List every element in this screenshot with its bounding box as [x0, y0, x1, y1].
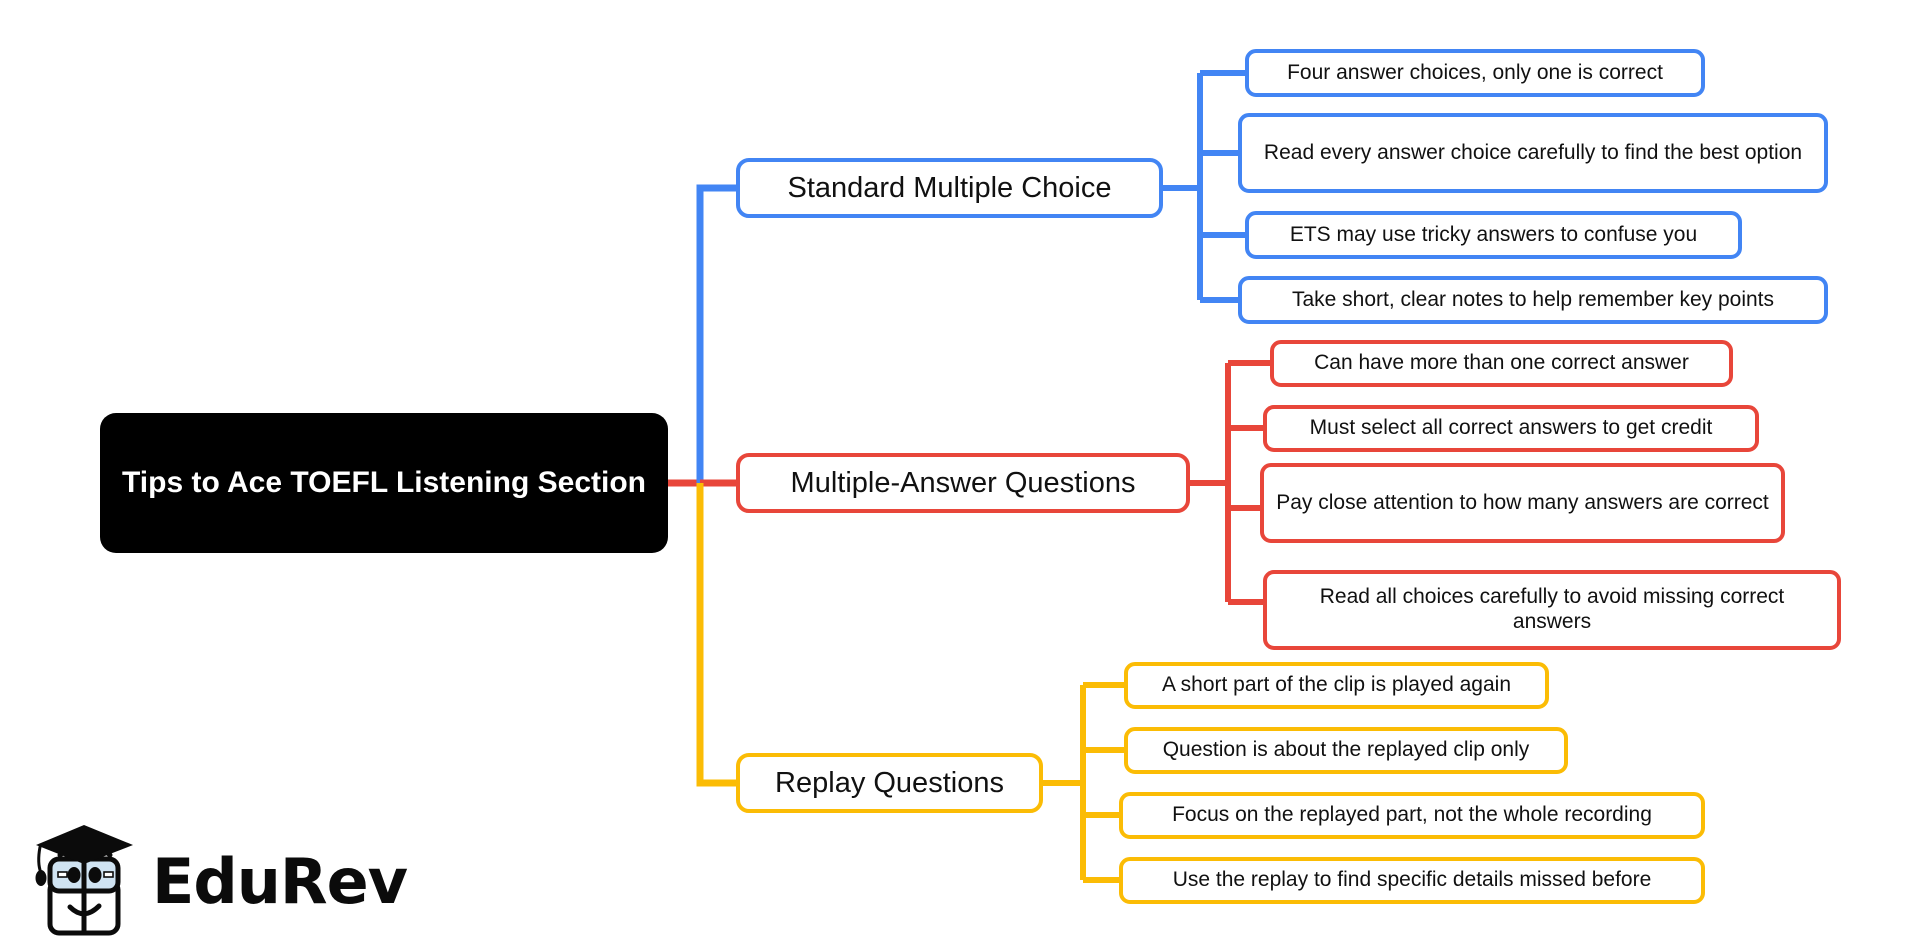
leaf-node-label: Use the replay to find specific details …	[1172, 868, 1652, 892]
branch-node-label: Standard Multiple Choice	[787, 171, 1112, 204]
branch-node-replay-questions[interactable]: Replay Questions	[736, 753, 1043, 813]
leaf-node[interactable]: ETS may use tricky answers to confuse yo…	[1245, 211, 1742, 259]
leaf-node-label: ETS may use tricky answers to confuse yo…	[1289, 222, 1698, 246]
leaf-node-label: Read all choices carefully to avoid miss…	[1319, 585, 1785, 633]
leaf-node[interactable]: Focus on the replayed part, not the whol…	[1119, 792, 1705, 839]
branch-node-label: Replay Questions	[775, 766, 1004, 799]
leaf-node[interactable]: Read every answer choice carefully to fi…	[1238, 113, 1828, 193]
leaf-node-label: Focus on the replayed part, not the whol…	[1172, 803, 1652, 827]
leaf-node[interactable]: Must select all correct answers to get c…	[1263, 405, 1759, 452]
leaf-node[interactable]: A short part of the clip is played again	[1124, 662, 1549, 709]
leaf-node[interactable]: Four answer choices, only one is correct	[1245, 49, 1705, 97]
branch-node-standard-multiple-choice[interactable]: Standard Multiple Choice	[736, 158, 1163, 218]
branch-node-multiple-answer-questions[interactable]: Multiple-Answer Questions	[736, 453, 1190, 513]
leaf-node-label: Question is about the replayed clip only	[1162, 738, 1530, 762]
leaf-node-label: Must select all correct answers to get c…	[1309, 416, 1713, 440]
leaf-node[interactable]: Use the replay to find specific details …	[1119, 857, 1705, 904]
root-node[interactable]: Tips to Ace TOEFL Listening Section	[100, 413, 668, 553]
edurev-logo: EduRev	[28, 822, 408, 942]
leaf-node-label: Can have more than one correct answer	[1314, 351, 1689, 375]
leaf-node[interactable]: Can have more than one correct answer	[1270, 340, 1733, 387]
leaf-node-label: Four answer choices, only one is correct	[1287, 60, 1663, 84]
leaf-node[interactable]: Question is about the replayed clip only	[1124, 727, 1568, 774]
edurev-wordmark: EduRev	[152, 845, 408, 918]
leaf-node-label: Pay close attention to how many answers …	[1276, 490, 1769, 514]
root-node-label: Tips to Ace TOEFL Listening Section	[122, 466, 646, 500]
leaf-node[interactable]: Take short, clear notes to help remember…	[1238, 276, 1828, 324]
graduation-cap-book-mascot-icon	[35, 825, 133, 936]
leaf-node[interactable]: Read all choices carefully to avoid miss…	[1263, 570, 1841, 650]
leaf-node-label: Take short, clear notes to help remember…	[1291, 287, 1775, 311]
leaf-node-label: Read every answer choice carefully to fi…	[1263, 140, 1803, 164]
leaf-node[interactable]: Pay close attention to how many answers …	[1260, 463, 1785, 543]
leaf-node-label: A short part of the clip is played again	[1161, 673, 1512, 697]
branch-node-label: Multiple-Answer Questions	[790, 466, 1136, 499]
